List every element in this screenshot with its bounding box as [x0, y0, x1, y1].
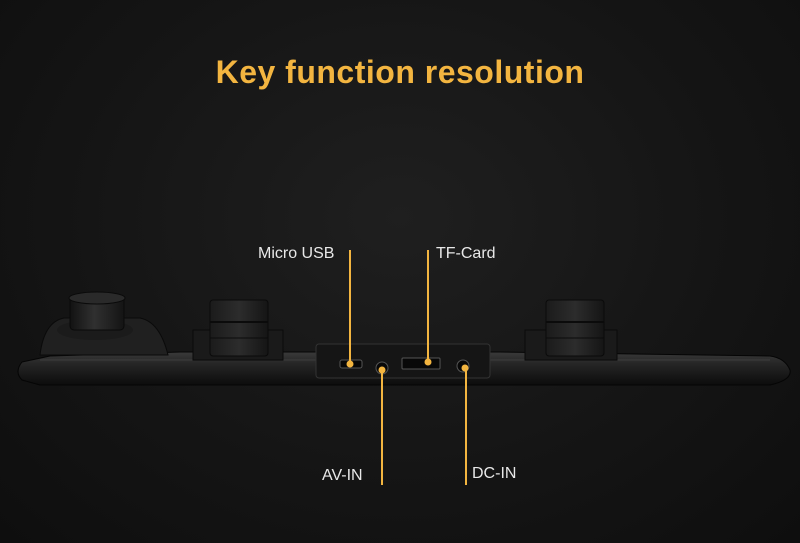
strap-clip-right [524, 299, 618, 361]
mount-knob [39, 291, 169, 356]
dc-in-label: DC-IN [472, 465, 517, 482]
callout-dots [346, 358, 469, 374]
strap-clip-left [192, 299, 284, 361]
page-title: Key function resolution [215, 54, 585, 90]
micro-usb-label: Micro USB [258, 245, 335, 262]
tf-card-label: TF-Card [436, 245, 496, 262]
callout-lines [349, 250, 467, 485]
tf-card-slot [401, 357, 441, 370]
port-panel [315, 343, 491, 379]
av-in-label: AV-IN [322, 467, 363, 484]
